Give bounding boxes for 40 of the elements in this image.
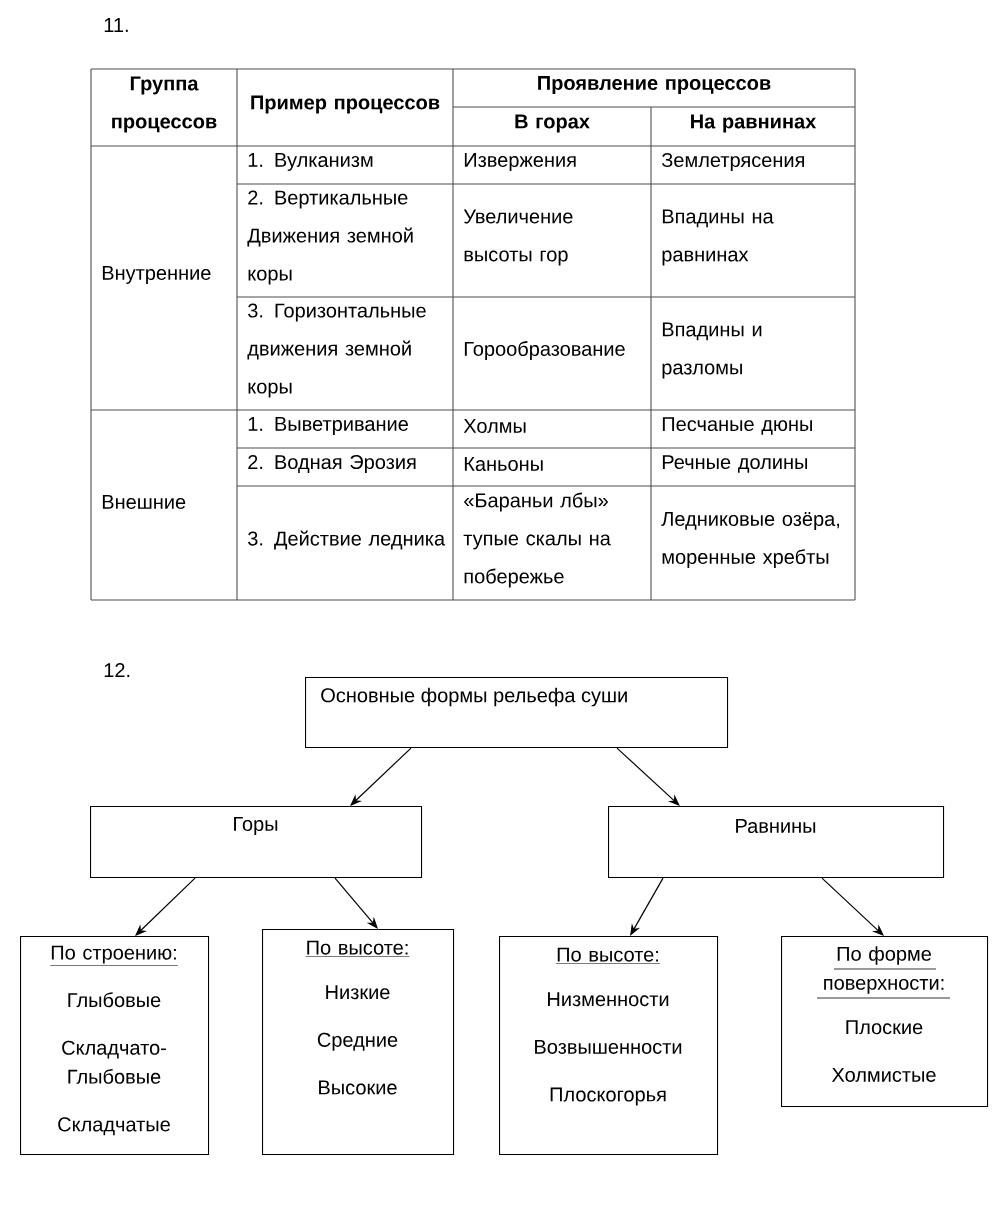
category-box: По строению: Глыбовые Складчато-Глыбовые Складчатые: [20, 936, 210, 1156]
column-header: В горах: [515, 114, 590, 133]
category-box: Горы: [90, 806, 423, 879]
category-box: Основные формы рельефа суши: [305, 677, 729, 749]
category-box: По высоте: Низкие Средние Высокие: [262, 929, 455, 1156]
table-entry: 1. Вулканизм: [248, 153, 373, 171]
category-box: По форме поверхности: Плоские Холмистые: [781, 936, 989, 1108]
table-entry: «Бараньи лбы» тупые скалы на побережье: [463, 492, 611, 588]
row-header: Внутренние: [102, 266, 211, 284]
arrow: [616, 747, 680, 806]
task-number: 11.: [104, 18, 128, 32]
column-header: Пример процессов: [251, 95, 440, 114]
category-box: По высоте: Низменности Возвышенности Плоскогорья: [499, 936, 719, 1156]
column-header: На равнинах: [691, 114, 817, 133]
table-entry: Увеличение высоты гор: [463, 209, 573, 266]
table-entry: Песчаные дюны: [662, 417, 812, 435]
arrow: [350, 747, 412, 806]
table-entry: Ледниковые озёра, моренные хребты: [661, 512, 840, 568]
table-entry: 1. Выветривание: [248, 417, 408, 435]
arrow: [630, 877, 664, 936]
table-entry: 3. Горизонтальные движения земной коры: [247, 303, 426, 398]
arrow: [334, 877, 378, 929]
table-entry: 2. Водная Эрозия: [248, 454, 416, 474]
table-entry: Каньоны: [464, 457, 543, 471]
column-header: Группа процессов: [112, 76, 217, 133]
arrow: [821, 877, 884, 936]
table-entry: 2. Вертикальные Движения земной коры: [247, 190, 413, 285]
table-entry: Впадины на равнинах: [662, 209, 774, 266]
row-header: Внешние: [102, 495, 186, 509]
task-number: 12.: [104, 663, 130, 677]
arrow: [135, 877, 196, 936]
table-entry: Холмы: [463, 419, 526, 433]
table-entry: Горообразование: [464, 341, 625, 360]
table-entry: 3. Действие ледника: [248, 530, 446, 550]
table-entry: Впадины и разломы: [662, 322, 762, 379]
column-header: Проявление процессов: [538, 76, 771, 94]
table-entry: Извержения: [464, 153, 576, 171]
category-box: Равнины: [608, 806, 945, 879]
table-entry: Землетрясения: [661, 152, 804, 172]
table-entry: Речные долины: [662, 455, 808, 473]
